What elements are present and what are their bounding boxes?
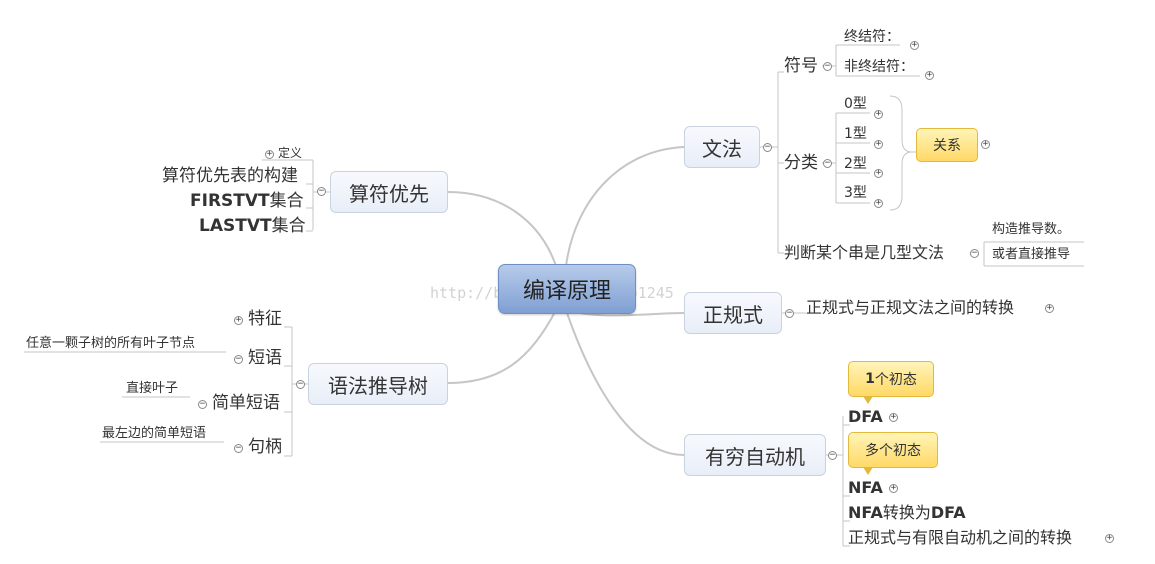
item-type-0[interactable]: 0型 [844, 96, 867, 112]
central-topic[interactable]: 编译原理 [498, 264, 636, 314]
expand-icon[interactable]: + [925, 70, 934, 80]
collapse-icon[interactable]: − [198, 399, 207, 409]
collapse-icon[interactable]: − [317, 186, 326, 196]
relation-callout-label: 关系 [933, 138, 961, 154]
nfa-note-callout[interactable]: 多个初态 [848, 432, 938, 475]
item-regex-grammar[interactable]: 正规式与正规文法之间的转换 [806, 298, 1015, 317]
firstvt-text: FIRSTVT [190, 191, 270, 211]
item-simple-phrase[interactable]: 简单短语 [212, 393, 280, 413]
item-lastvt[interactable]: LASTVT集合 [199, 218, 306, 235]
item-nonterminal[interactable]: 非终结符： [844, 59, 914, 75]
topic-regex-label: 正规式 [703, 302, 763, 327]
expand-icon[interactable]: + [234, 315, 243, 325]
expand-icon[interactable]: + [874, 168, 883, 178]
item-definition[interactable]: 定义 [278, 146, 303, 160]
topic-syntax-tree[interactable]: 语法推导树 [308, 363, 448, 405]
topic-fa-label: 有穷自动机 [705, 444, 805, 469]
subtopic-judge[interactable]: 判断某个串是几型文法 [784, 243, 945, 262]
item-terminal[interactable]: 终结符： [844, 29, 900, 45]
item-judge-derive-tree[interactable]: 构造推导数。 [992, 222, 1071, 237]
expand-icon[interactable]: + [874, 198, 883, 208]
collapse-icon[interactable]: − [828, 450, 837, 460]
nfa-text: NFA [848, 503, 883, 522]
subtopic-classification[interactable]: 分类 [784, 153, 818, 173]
item-handle[interactable]: 句柄 [248, 437, 282, 457]
expand-icon[interactable]: + [1105, 533, 1114, 543]
collapse-icon[interactable]: − [823, 61, 832, 71]
phrase-definition[interactable]: 任意一颗子树的所有叶子节点 [26, 336, 196, 351]
collapse-icon[interactable]: − [296, 379, 305, 389]
simple-phrase-definition[interactable]: 直接叶子 [126, 381, 179, 396]
expand-icon[interactable]: + [889, 412, 898, 422]
item-feature[interactable]: 特征 [248, 309, 282, 329]
item-type-2[interactable]: 2型 [844, 156, 867, 172]
item-regex-fa[interactable]: 正规式与有限自动机之间的转换 [848, 528, 1073, 547]
item-phrase[interactable]: 短语 [248, 348, 282, 368]
item-judge-derive-direct[interactable]: 或者直接推导 [992, 247, 1071, 262]
item-type-3[interactable]: 3型 [844, 185, 867, 201]
topic-regex[interactable]: 正规式 [684, 292, 782, 334]
topic-finite-automaton[interactable]: 有穷自动机 [684, 434, 826, 476]
relation-callout[interactable]: 关系 [916, 128, 978, 162]
convert-text: 转换为 [882, 503, 931, 522]
topic-grammar-label: 文法 [702, 136, 742, 161]
item-type-1[interactable]: 1型 [844, 126, 867, 142]
dfa-text: DFA [930, 503, 966, 522]
handle-definition[interactable]: 最左边的简单短语 [102, 426, 207, 441]
dfa-note-text: 个初态 [874, 372, 917, 388]
collapse-icon[interactable]: − [823, 158, 832, 168]
expand-icon[interactable]: + [265, 149, 274, 159]
topic-grammar[interactable]: 文法 [684, 126, 760, 168]
subtopic-symbols[interactable]: 符号 [784, 56, 818, 76]
lastvt-text: LASTVT [199, 216, 272, 236]
item-dfa[interactable]: DFA [848, 407, 883, 426]
expand-icon[interactable]: + [874, 109, 883, 119]
expand-icon[interactable]: + [910, 40, 919, 50]
nfa-note-text: 多个初态 [865, 443, 921, 459]
expand-icon[interactable]: + [889, 483, 898, 493]
item-nfa-to-dfa[interactable]: NFA转换为DFA [848, 505, 966, 521]
set-text: 集合 [271, 216, 306, 236]
item-firstvt[interactable]: FIRSTVT集合 [190, 193, 304, 210]
topic-operator-precedence[interactable]: 算符优先 [330, 171, 448, 213]
collapse-icon[interactable]: − [970, 248, 979, 258]
topic-tree-label: 语法推导树 [328, 373, 428, 398]
dfa-note-number: 1 [865, 371, 875, 387]
collapse-icon[interactable]: − [763, 142, 772, 152]
callout-tail [863, 396, 873, 404]
collapse-icon[interactable]: − [234, 443, 243, 453]
central-topic-label: 编译原理 [522, 279, 611, 304]
collapse-icon[interactable]: − [785, 308, 794, 318]
item-precedence-table[interactable]: 算符优先表的构建 [162, 166, 298, 186]
expand-icon[interactable]: + [1045, 303, 1054, 313]
topic-opprec-label: 算符优先 [349, 181, 429, 206]
collapse-icon[interactable]: − [234, 354, 243, 364]
expand-icon[interactable]: + [981, 139, 990, 149]
expand-icon[interactable]: + [874, 139, 883, 149]
item-nfa[interactable]: NFA [848, 478, 883, 497]
set-text: 集合 [269, 191, 304, 211]
callout-tail [863, 467, 873, 475]
